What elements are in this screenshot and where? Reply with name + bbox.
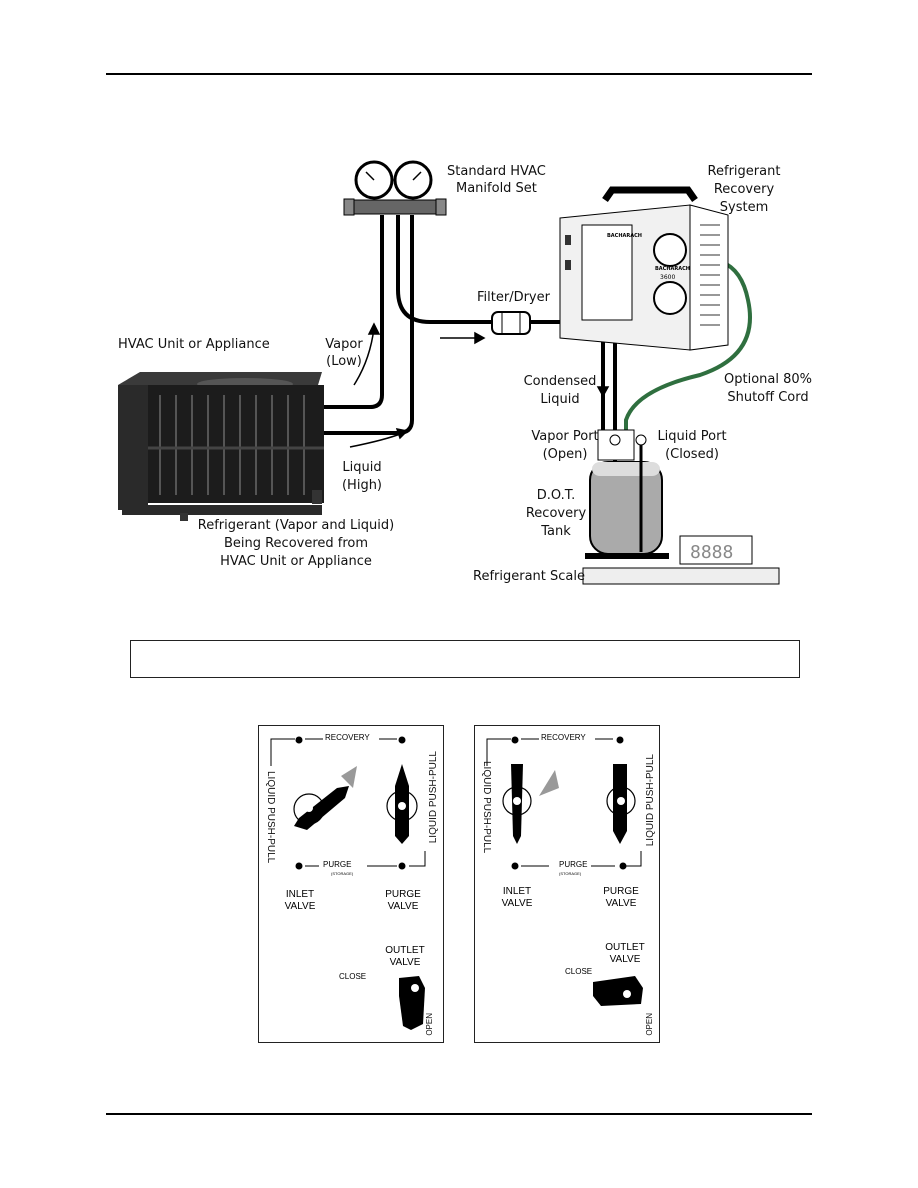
shutoff-label-1: Optional 80% (724, 372, 812, 387)
manifold-label-1: Standard HVAC (447, 164, 546, 179)
close-label-2: CLOSE (565, 967, 593, 976)
storage-label-2: (STORAGE) (559, 871, 582, 876)
manifold-label-2: Manifold Set (456, 181, 537, 196)
purge-label-1: PURGE (323, 860, 352, 869)
outlet-valve-handle-2 (593, 976, 643, 1006)
right-vertical-label-2: LIQUID PUSH-PULL (645, 754, 656, 847)
filter-dryer-label: Filter/Dryer (477, 290, 550, 305)
tank-label-3: Tank (541, 524, 571, 539)
recovery-label-1: RECOVERY (325, 733, 370, 742)
inlet-indicator-shape-2 (539, 770, 559, 796)
close-label-1: CLOSE (339, 972, 367, 981)
outlet-valve-label-2a: OUTLET (605, 942, 645, 953)
outlet-valve-label-2b: VALVE (609, 954, 641, 965)
liquid-port-label-1: Liquid Port (657, 429, 727, 444)
recovery-system-label-1: Refrigerant (707, 164, 781, 179)
vapor-port-label-1: Vapor Port (531, 429, 599, 444)
vapor-label-1: Vapor (325, 337, 363, 352)
purge-valve-label-2b: VALVE (605, 898, 637, 909)
footer-rule (106, 1113, 812, 1115)
unit-brand-2: BACHARACH (655, 266, 690, 272)
storage-label-1: (STORAGE) (331, 871, 354, 876)
open-label-2: OPEN (645, 1013, 654, 1036)
valve-panel-1: RECOVERY PURGE (STORAGE) LIQUID PUSH-PUL… (258, 725, 444, 1043)
caption-box (130, 640, 800, 678)
being-recovered-label-3: HVAC Unit or Appliance (220, 554, 372, 569)
condensed-label-2: Liquid (540, 392, 580, 407)
recovery-system-illustration (559, 186, 729, 351)
valve-panel-2-graphics (486, 736, 643, 1006)
manifold-illustration (343, 160, 447, 216)
inlet-valve-label-2b: VALVE (501, 898, 533, 909)
being-recovered-label-2: Being Recovered from (223, 536, 369, 551)
outlet-valve-label-1a: OUTLET (385, 945, 425, 956)
liquid-port-label-2: (Closed) (665, 447, 719, 462)
outlet-valve-handle (399, 976, 425, 1030)
purge-valve-label-2a: PURGE (603, 886, 639, 897)
valve-panel-1-graphics (270, 736, 426, 1030)
unit-model: 3600 (660, 274, 675, 281)
recovery-system-label-3: System (719, 200, 769, 215)
left-vertical-label-1: LIQUID PUSH-PULL (265, 771, 276, 864)
purge-valve-label-1b: VALVE (387, 901, 419, 912)
recovery-tank-illustration (589, 429, 663, 555)
liquid-label-2: (High) (341, 478, 383, 493)
recovery-setup-diagram: BACHARACH BACHARACH 3600 8888 (118, 160, 780, 585)
condensed-label-1: Condensed (523, 374, 597, 389)
unit-brand-1: BACHARACH (607, 233, 642, 239)
left-vertical-label-2: LIQUID PUSH-PULL (481, 761, 492, 854)
tank-label-1: D.O.T. (536, 488, 576, 503)
filter-dryer-illustration (491, 311, 531, 335)
inlet-valve-label-2a: INLET (502, 886, 532, 897)
tank-label-2: Recovery (525, 506, 587, 521)
recovery-label-2: RECOVERY (541, 733, 586, 742)
inlet-valve-label-1a: INLET (285, 889, 315, 900)
header-rule (106, 73, 812, 75)
purge-label-2: PURGE (559, 860, 588, 869)
scale-display: 8888 (690, 542, 733, 563)
scale-label: Refrigerant Scale (473, 569, 585, 584)
flow-arrows (349, 322, 610, 448)
vapor-label-2: (Low) (326, 354, 362, 369)
shutoff-cord (624, 260, 752, 455)
vapor-port-label-2: (Open) (542, 447, 588, 462)
right-vertical-label-1: LIQUID PUSH-PULL (428, 751, 439, 844)
inlet-valve-label-1b: VALVE (284, 901, 316, 912)
scale-illustration (582, 535, 780, 585)
valve-panel-2: RECOVERY PURGE (STORAGE) LIQUID PUSH-PUL… (474, 725, 660, 1043)
outlet-valve-label-1b: VALVE (389, 957, 421, 968)
liquid-label-1: Liquid (342, 460, 382, 475)
purge-valve-label-1a: PURGE (385, 889, 421, 900)
open-label-1: OPEN (425, 1013, 434, 1036)
shutoff-label-2: Shutoff Cord (727, 390, 809, 405)
inlet-indicator-shape (341, 766, 357, 788)
hvac-unit-illustration (118, 372, 324, 521)
being-recovered-label-1: Refrigerant (Vapor and Liquid) (197, 518, 395, 533)
inlet-valve-handle (294, 786, 349, 830)
recovery-system-label-2: Recovery (713, 182, 775, 197)
hvac-unit-label: HVAC Unit or Appliance (118, 337, 270, 352)
